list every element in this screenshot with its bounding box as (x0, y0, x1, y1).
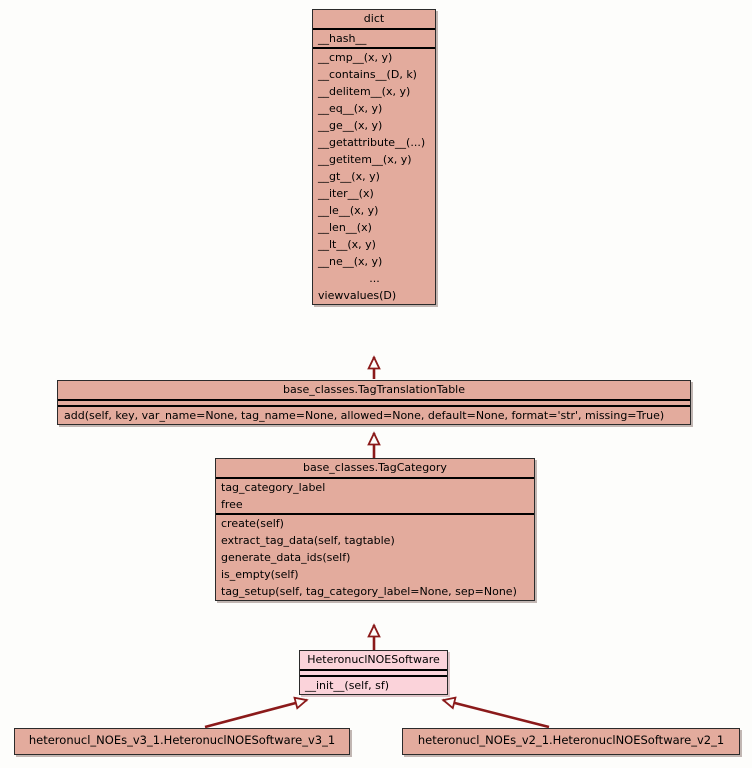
method-row: __eq__(x, y) (318, 102, 383, 115)
class-box-dict[interactable]: dict __hash__ __cmp__(x, y) __contains__… (312, 9, 436, 305)
method-row: __getitem__(x, y) (318, 153, 412, 166)
attributes-section-tagtranslationtable (58, 399, 690, 405)
class-box-heteronuclnoesoftware-v2-1[interactable]: heteronucl_NOEs_v2_1.HeteronuclNOESoftwa… (402, 728, 740, 755)
attribute-row: __hash__ (318, 32, 367, 45)
method-row: add(self, key, var_name=None, tag_name=N… (64, 409, 665, 422)
method-row: __init__(self, sf) (305, 679, 390, 692)
attribute-row: tag_category_label (221, 481, 326, 494)
method-row: create(self) (221, 517, 284, 530)
method-row: __gt__(x, y) (318, 170, 380, 183)
edge-v3-1-to-heteronuclnoesoftware (204, 700, 307, 729)
methods-section-tagcategory: create(self) extract_tag_data(self, tagt… (216, 513, 534, 600)
method-row: __ge__(x, y) (318, 119, 383, 132)
attribute-row: free (221, 498, 243, 511)
class-name-heteronuclnoesoftware: HeteronuclNOESoftware (307, 653, 440, 666)
methods-section-dict: __cmp__(x, y) __contains__(D, k) __delit… (313, 47, 435, 304)
method-row: __ne__(x, y) (318, 255, 383, 268)
method-row: generate_data_ids(self) (221, 551, 351, 564)
class-name-tagtranslationtable: base_classes.TagTranslationTable (282, 383, 466, 396)
method-row: __contains__(D, k) (318, 68, 417, 81)
methods-section-tagtranslationtable: add(self, key, var_name=None, tag_name=N… (58, 405, 690, 424)
class-box-heteronuclnoesoftware[interactable]: HeteronuclNOESoftware __init__(self, sf) (299, 650, 448, 695)
method-row: __delitem__(x, y) (318, 85, 411, 98)
method-row: __lt__(x, y) (318, 238, 376, 251)
methods-section-heteronuclnoesoftware: __init__(self, sf) (300, 675, 447, 694)
class-box-heteronuclnoesoftware-v3-1[interactable]: heteronucl_NOEs_v3_1.HeteronuclNOESoftwa… (14, 728, 350, 755)
class-box-tagcategory[interactable]: base_classes.TagCategory tag_category_la… (215, 458, 535, 601)
attributes-section-tagcategory: tag_category_label free (216, 477, 534, 513)
class-name-heteronuclnoesoftware-v3-1: heteronucl_NOEs_v3_1.HeteronuclNOESoftwa… (28, 733, 336, 747)
class-box-tagtranslationtable[interactable]: base_classes.TagTranslationTable add(sel… (57, 380, 691, 425)
class-name-tagcategory: base_classes.TagCategory (303, 461, 447, 474)
method-row: extract_tag_data(self, tagtable) (221, 534, 395, 547)
method-row: __len__(x) (318, 221, 372, 234)
method-row: __getattribute__(...) (318, 136, 426, 149)
attributes-section-heteronuclnoesoftware (300, 669, 447, 675)
method-row: is_empty(self) (221, 568, 299, 581)
method-row: __cmp__(x, y) (318, 51, 393, 64)
method-row: __le__(x, y) (318, 204, 379, 217)
method-row: viewvalues(D) (318, 289, 397, 302)
method-row: __iter__(x) (318, 187, 374, 200)
class-name-heteronuclnoesoftware-v2-1: heteronucl_NOEs_v2_1.HeteronuclNOESoftwa… (417, 733, 725, 747)
method-row-ellipsis: ... (369, 272, 380, 285)
attributes-section-dict: __hash__ (313, 28, 435, 47)
method-row: tag_setup(self, tag_category_label=None,… (221, 585, 517, 598)
class-name-dict: dict (363, 12, 385, 25)
edge-v2-1-to-heteronuclnoesoftware (443, 700, 550, 729)
